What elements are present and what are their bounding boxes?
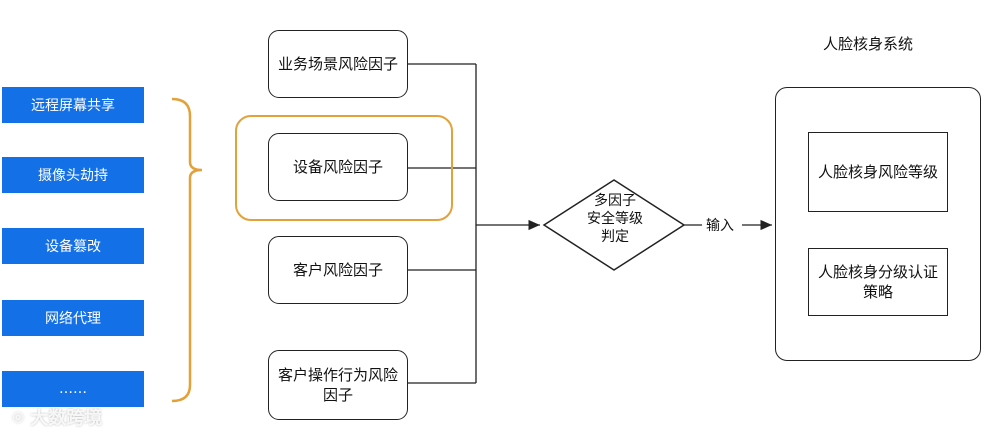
decision-line-3: 判定 bbox=[601, 229, 629, 246]
system-container bbox=[775, 87, 981, 361]
device-highlight bbox=[235, 115, 453, 221]
customer-risk-node: 客户风险因子 bbox=[268, 236, 408, 304]
business-risk-node: 业务场景风险因子 bbox=[268, 30, 408, 98]
device-risk-node: 设备风险因子 bbox=[268, 133, 408, 201]
factor-camera-hijack: 摄像头劫持 bbox=[2, 157, 144, 193]
business-risk-label: 业务场景风险因子 bbox=[277, 54, 398, 73]
factor-device-tamper: 设备篡改 bbox=[2, 228, 144, 264]
tiered-policy-box: 人脸核身分级认证 策略 bbox=[808, 248, 948, 316]
risk-level-box: 人脸核身风险等级 bbox=[808, 132, 948, 212]
decision-label: 多因子 安全等级 判定 bbox=[556, 192, 674, 247]
customer-risk-label: 客户风险因子 bbox=[292, 260, 383, 279]
policy-label-1: 人脸核身分级认证 bbox=[817, 262, 938, 281]
brace bbox=[171, 97, 203, 403]
behavior-risk-label-1: 客户操作行为风险 bbox=[277, 365, 398, 384]
factor-remote-screen-share: 远程屏幕共享 bbox=[2, 87, 144, 123]
device-risk-label: 设备风险因子 bbox=[292, 157, 383, 176]
watermark-text: 大数跨境 bbox=[30, 408, 103, 429]
behavior-risk-label-2: 因子 bbox=[322, 386, 353, 404]
watermark-logo-icon: ◎ bbox=[12, 409, 25, 425]
decision-line-1: 多因子 bbox=[594, 193, 636, 209]
watermark: ◎ 大数跨境 bbox=[12, 404, 102, 430]
decision-diamond bbox=[542, 179, 686, 271]
risk-level-label: 人脸核身风险等级 bbox=[817, 162, 938, 181]
system-title: 人脸核身系统 bbox=[823, 35, 914, 53]
decision-line-2: 安全等级 bbox=[587, 211, 643, 228]
factor-more: …… bbox=[2, 371, 144, 407]
factor-network-proxy: 网络代理 bbox=[2, 300, 144, 336]
behavior-risk-node: 客户操作行为风险 因子 bbox=[268, 350, 408, 420]
input-edge-label: 输入 bbox=[706, 218, 734, 234]
policy-label-2: 策略 bbox=[862, 283, 893, 301]
